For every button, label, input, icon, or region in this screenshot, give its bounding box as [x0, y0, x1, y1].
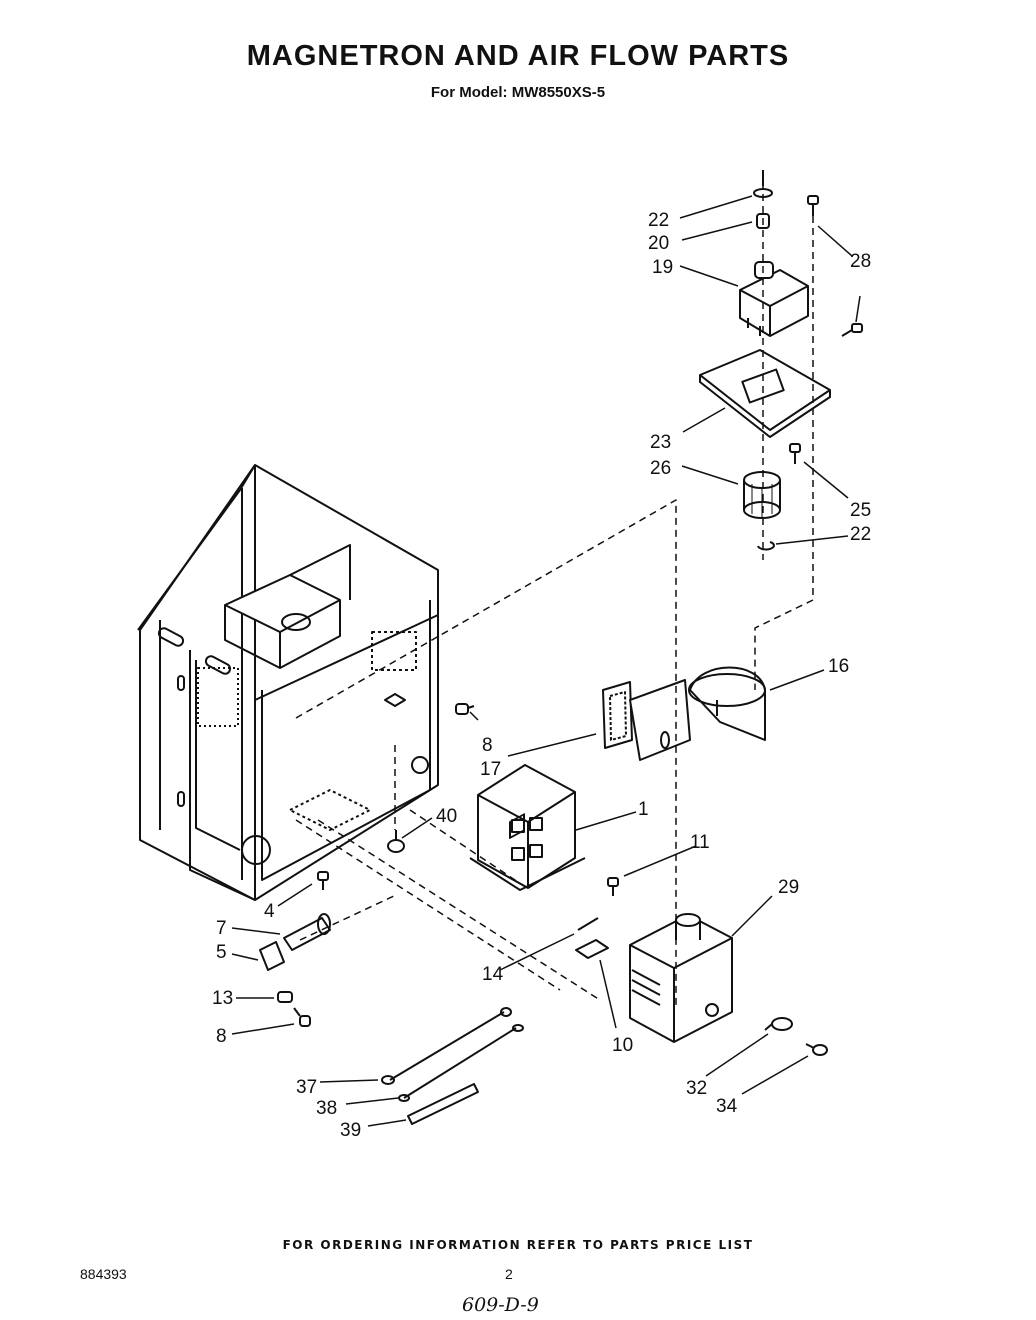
callout-19: 19 [652, 257, 673, 278]
callout-38: 38 [316, 1098, 337, 1119]
leader-arrows [231, 195, 861, 1127]
callout-4: 4 [264, 901, 275, 922]
callout-8-upper: 8 [482, 735, 493, 756]
part-34-screw [805, 1043, 828, 1056]
callout-34: 34 [716, 1096, 738, 1117]
part-7-fuse-holder [283, 913, 331, 951]
part-40-grommet [387, 830, 405, 853]
callout-28: 28 [850, 251, 871, 272]
callout-11: 11 [690, 832, 710, 853]
part-4-screw [317, 871, 329, 890]
callout-8-lower: 8 [216, 1026, 227, 1047]
part-13-thermal-cutout [277, 991, 293, 1003]
assembly-lines [295, 170, 814, 1005]
callout-23: 23 [650, 432, 671, 453]
callout-37: 37 [296, 1077, 317, 1098]
page-number: 2 [505, 1266, 513, 1282]
part-10-interlock-switch [575, 939, 609, 959]
model-subtitle: For Model: MW8550XS-5 [430, 84, 606, 101]
callout-40: 40 [436, 806, 457, 827]
part-1-transformer [469, 764, 586, 891]
callout-10: 10 [612, 1035, 633, 1056]
part-8-screw-upper [455, 703, 475, 715]
document-number: 884393 [80, 1266, 127, 1282]
part-28-screw-right [841, 323, 863, 337]
part-25-screw [789, 443, 801, 464]
callout-32: 32 [686, 1078, 707, 1099]
part-22-clip-bottom [757, 541, 775, 551]
handwritten-note: 609-D-9 [462, 1294, 539, 1316]
part-32-thermal-cutout [764, 1017, 793, 1031]
part-29-magnetron [629, 913, 733, 1043]
part-19-fan-motor [739, 261, 809, 337]
callout-39: 39 [340, 1120, 361, 1141]
part-38-wire [398, 1024, 524, 1102]
cabinet-frame [137, 464, 439, 901]
part-11-screw [607, 877, 619, 896]
part-17-duct-adapter [602, 679, 691, 761]
page-title: MAGNETRON AND AIR FLOW PARTS [246, 40, 790, 72]
callout-14: 14 [482, 964, 504, 985]
callout-22-bottom: 22 [850, 524, 871, 545]
part-23-mounting-plate [699, 349, 831, 438]
callout-16: 16 [828, 656, 849, 677]
callout-20: 20 [648, 233, 669, 254]
callout-25: 25 [850, 500, 871, 521]
part-5-bracket [259, 941, 285, 971]
ordering-note: FOR ORDERING INFORMATION REFER TO PARTS … [282, 1238, 754, 1252]
part-39-connector [407, 1083, 479, 1125]
part-28-screw-top [807, 195, 819, 216]
part-14-pin [577, 917, 599, 931]
callout-26: 26 [650, 458, 671, 479]
part-8-screw-lower [293, 1007, 311, 1027]
part-37-wire [381, 1007, 512, 1085]
callout-29: 29 [778, 877, 799, 898]
callout-22-top: 22 [648, 210, 669, 231]
part-16-air-duct [688, 666, 766, 741]
callout-1: 1 [638, 799, 649, 820]
callout-17: 17 [480, 759, 501, 780]
callout-13: 13 [212, 988, 233, 1009]
part-26-fan-blade [743, 471, 781, 519]
part-20-bushing [756, 213, 770, 229]
callout-7: 7 [216, 918, 227, 939]
callout-5: 5 [216, 942, 227, 963]
